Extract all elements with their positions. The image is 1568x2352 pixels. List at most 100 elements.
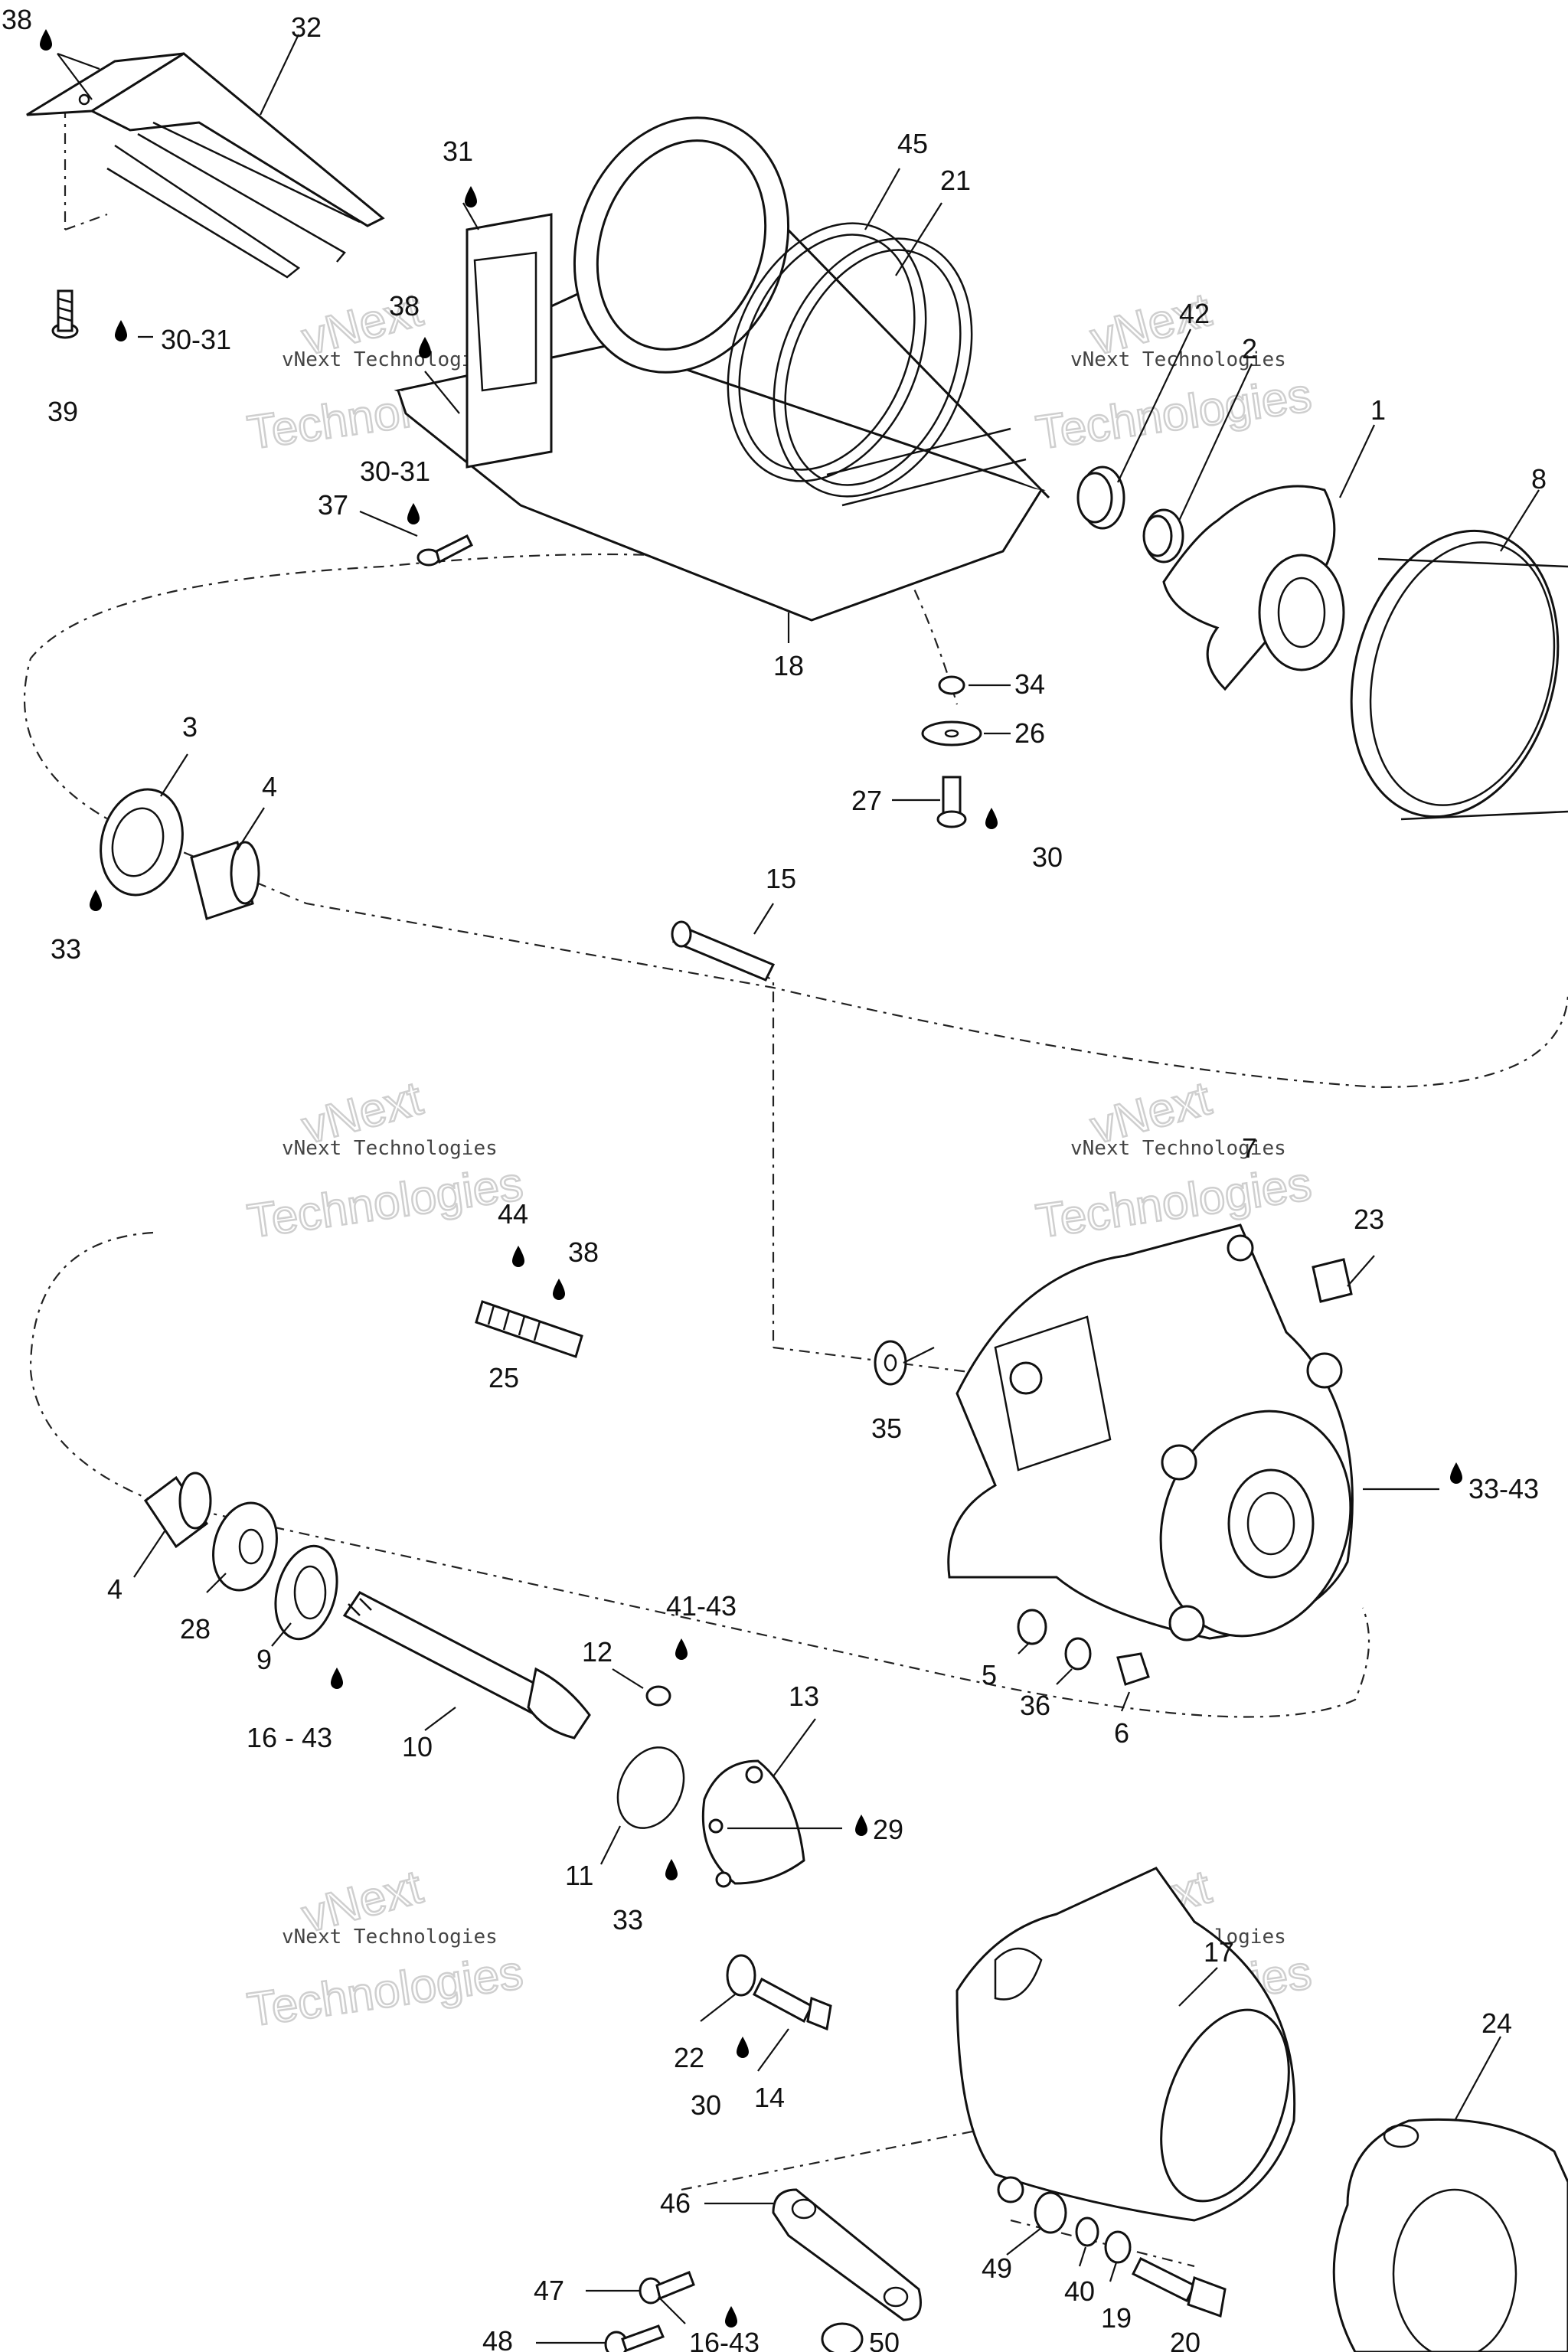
- drop-icon: [90, 890, 102, 911]
- callout-38: 38: [389, 290, 420, 322]
- drop-icon: [407, 503, 420, 524]
- callout-16-43: 16 - 43: [247, 1722, 332, 1753]
- callout-22: 22: [674, 2042, 704, 2073]
- watermark-middle-right: vNext vNext Technologies Technologies: [1032, 1071, 1316, 1250]
- part-46-bracket: [772, 2188, 922, 2321]
- callout-9: 9: [256, 1644, 272, 1675]
- callout-labels: 38 32 31 45 21 38 30-31 39 30-31 37 42 2…: [2, 4, 1547, 2352]
- callout-35: 35: [871, 1413, 902, 1444]
- part-36-washer: [1064, 1637, 1092, 1671]
- callout-47: 47: [534, 2275, 564, 2306]
- callout-11: 11: [565, 1860, 593, 1891]
- callout-32: 32: [291, 11, 322, 43]
- callout-27: 27: [851, 785, 882, 816]
- callout-15: 15: [766, 863, 796, 894]
- callout-30-31: 30-31: [161, 324, 231, 355]
- callout-50: 50: [869, 2327, 900, 2352]
- callout-39: 39: [47, 396, 78, 427]
- svg-text:vNext Technologies: vNext Technologies: [282, 1926, 498, 1949]
- callout-10: 10: [402, 1731, 433, 1762]
- callout-7: 7: [1242, 1132, 1257, 1164]
- drop-icon: [675, 1638, 688, 1660]
- callout-29: 29: [873, 1814, 903, 1845]
- part-48-screw: [604, 2324, 665, 2352]
- callout-24: 24: [1481, 2007, 1512, 2039]
- part-22-washer: [726, 1954, 756, 1997]
- callout-20: 20: [1170, 2327, 1200, 2352]
- svg-text:vNext Technologies: vNext Technologies: [282, 348, 498, 371]
- callout-38: 38: [568, 1236, 599, 1268]
- callout-14: 14: [754, 2082, 785, 2113]
- drop-icon: [115, 320, 127, 341]
- callout-34: 34: [1014, 668, 1045, 700]
- watermark-middle-left: vNext vNext Technologies Technologies: [243, 1071, 528, 1250]
- callout-41-43: 41-43: [666, 1590, 737, 1622]
- part-4-needle-bearing-top: [190, 841, 260, 920]
- part-39-screw: [51, 289, 79, 339]
- part-2-bushing: [1142, 508, 1184, 564]
- callout-21: 21: [940, 165, 971, 196]
- part-40-washer: [1075, 2216, 1099, 2247]
- callout-30: 30: [1032, 841, 1063, 873]
- callout-38: 38: [2, 4, 32, 35]
- callout-48: 48: [482, 2325, 513, 2352]
- part-8-wear-ring: [1350, 529, 1568, 821]
- callout-5: 5: [982, 1659, 997, 1690]
- watermark-bottom-left: vNext vNext Technologies Technologies: [243, 1860, 528, 2038]
- callout-16-43: 16-43: [689, 2327, 760, 2352]
- callout-3: 3: [182, 711, 198, 743]
- part-45-ring: [573, 116, 790, 374]
- part-1-impeller: [1162, 485, 1345, 691]
- part-47-screw: [639, 2271, 695, 2305]
- callout-12: 12: [582, 1636, 612, 1668]
- part-3-seal: [100, 788, 184, 897]
- callout-37: 37: [318, 489, 348, 521]
- drop-icon: [725, 2306, 737, 2328]
- callout-17: 17: [1204, 1936, 1234, 1968]
- svg-text:Technologies: Technologies: [1033, 1158, 1315, 1249]
- callout-4: 4: [262, 771, 277, 802]
- part-10-impeller-shaft: [342, 1591, 591, 1740]
- callout-31: 31: [443, 136, 473, 167]
- callout-28: 28: [180, 1613, 211, 1645]
- part-21-ring: [727, 222, 973, 498]
- callout-23: 23: [1354, 1204, 1384, 1235]
- part-12-plug: [645, 1685, 671, 1707]
- callout-49: 49: [982, 2252, 1012, 2284]
- part-34-nut: [938, 675, 965, 695]
- callout-19: 19: [1101, 2302, 1132, 2334]
- drop-icon: [419, 337, 431, 358]
- watermark-top-right: vNext vNext Technologies Technologies: [1032, 283, 1316, 461]
- part-24-nozzle: [1332, 2118, 1568, 2352]
- drop-icon: [465, 186, 477, 207]
- drop-icon: [665, 1859, 678, 1880]
- lubricant-drop-icons: [40, 29, 1462, 2328]
- part-49-spacer: [1034, 2191, 1067, 2234]
- callout-40: 40: [1064, 2275, 1095, 2307]
- callout-6: 6: [1114, 1717, 1129, 1749]
- part-25-stud: [475, 1300, 583, 1358]
- part-5-washer: [1017, 1609, 1047, 1645]
- callout-44: 44: [498, 1198, 528, 1230]
- part-32-intake-grate: [26, 52, 385, 279]
- part-11-o-ring: [616, 1746, 685, 1829]
- leader-lines: [57, 34, 1540, 2344]
- part-42-seal: [1076, 466, 1125, 530]
- callout-4: 4: [107, 1573, 122, 1605]
- drop-icon: [855, 1815, 867, 1836]
- callout-33: 33: [51, 933, 81, 965]
- callout-46: 46: [660, 2187, 691, 2219]
- drop-icon: [512, 1246, 524, 1267]
- callout-36: 36: [1020, 1690, 1050, 1721]
- svg-text:vNext Technologies: vNext Technologies: [282, 1137, 498, 1160]
- part-37-screw: [416, 534, 473, 567]
- part-14-bolt: [753, 1977, 832, 2031]
- part-7-pump-housing: [947, 1223, 1354, 1642]
- part-50-bushing: [821, 2322, 864, 2352]
- svg-text:Technologies: Technologies: [1033, 369, 1315, 460]
- callout-13: 13: [789, 1681, 819, 1712]
- callout-33-43: 33-43: [1468, 1473, 1539, 1504]
- part-19-washer: [1104, 2230, 1132, 2264]
- part-27-screw: [936, 776, 967, 828]
